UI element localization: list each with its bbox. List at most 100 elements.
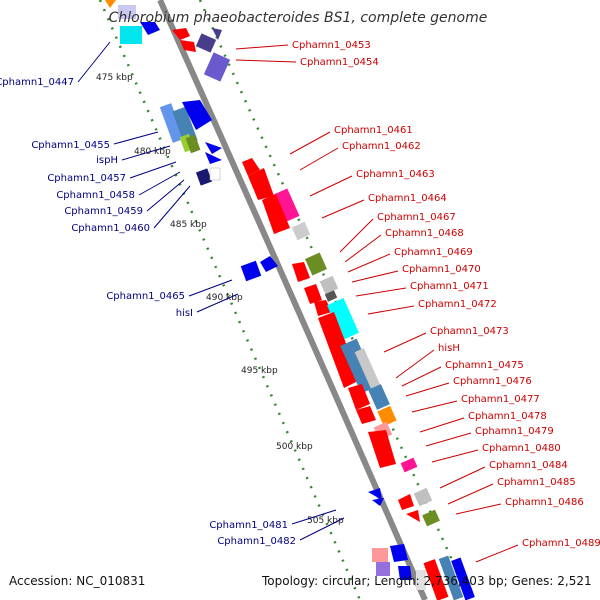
forward-gene-label[interactable]: Cphamn1_0478 bbox=[468, 411, 547, 422]
reverse-gene-label[interactable]: Cphamn1_0457 bbox=[47, 173, 126, 184]
gene-block[interactable] bbox=[372, 548, 388, 562]
gene-block[interactable] bbox=[260, 256, 278, 272]
reverse-gene-label[interactable]: Cphamn1_0460 bbox=[71, 223, 150, 234]
gene-block[interactable] bbox=[422, 509, 440, 527]
gene-block[interactable] bbox=[140, 22, 160, 35]
leader-line bbox=[321, 199, 365, 219]
reverse-gene-label[interactable]: Cphamn1_0455 bbox=[31, 140, 110, 151]
gene-block[interactable] bbox=[377, 405, 397, 427]
gene-block[interactable] bbox=[291, 221, 311, 241]
gene-block[interactable] bbox=[195, 168, 213, 186]
gene-block[interactable] bbox=[406, 510, 420, 522]
reverse-gene-label[interactable]: Cphamn1_0447 bbox=[0, 77, 74, 88]
gene-block[interactable] bbox=[240, 260, 262, 282]
leader-line bbox=[367, 305, 415, 315]
gene-block[interactable] bbox=[262, 194, 290, 234]
gene-block[interactable] bbox=[348, 384, 370, 410]
reverse-gene-label[interactable]: Cphamn1_0459 bbox=[64, 206, 143, 217]
forward-gene-label[interactable]: Cphamn1_0461 bbox=[334, 125, 413, 136]
gene-block[interactable] bbox=[398, 494, 414, 510]
gene-block[interactable] bbox=[205, 142, 222, 154]
gene-block[interactable] bbox=[292, 262, 310, 282]
reverse-gene-label[interactable]: Cphamn1_0458 bbox=[56, 190, 135, 201]
leader-line bbox=[77, 41, 111, 83]
gene-block[interactable] bbox=[105, 0, 116, 8]
reverse-gene-label[interactable]: Cphamn1_0465 bbox=[106, 291, 185, 302]
position-tick-label: 480 kbp bbox=[134, 147, 171, 157]
gene-block[interactable] bbox=[304, 284, 322, 304]
gene-block[interactable] bbox=[356, 406, 376, 424]
gene-block[interactable] bbox=[242, 158, 260, 176]
forward-gene-label[interactable]: Cphamn1_0486 bbox=[505, 497, 584, 508]
forward-gene-label[interactable]: Cphamn1_0472 bbox=[418, 299, 497, 310]
forward-gene-label[interactable]: Cphamn1_0453 bbox=[292, 40, 371, 51]
gene-block[interactable] bbox=[354, 348, 384, 396]
reverse-gene-label[interactable]: ispH bbox=[96, 155, 118, 166]
gene-block[interactable] bbox=[274, 188, 300, 222]
gene-block[interactable] bbox=[368, 384, 390, 410]
forward-gene-label[interactable]: Cphamn1_0485 bbox=[497, 477, 576, 488]
forward-gene-label[interactable]: Cphamn1_0462 bbox=[342, 141, 421, 152]
gene-block[interactable] bbox=[423, 559, 449, 600]
gene-block[interactable] bbox=[324, 290, 338, 302]
forward-gene-label[interactable]: Cphamn1_0468 bbox=[385, 228, 464, 239]
gene-block[interactable] bbox=[182, 100, 212, 130]
gene-block[interactable] bbox=[400, 457, 418, 473]
forward-gene-label[interactable]: Cphamn1_0489 bbox=[522, 538, 600, 549]
leader-line bbox=[235, 59, 297, 63]
gene-block[interactable] bbox=[376, 562, 390, 576]
forward-gene-label[interactable]: Cphamn1_0476 bbox=[453, 376, 532, 387]
gene-block[interactable] bbox=[318, 312, 360, 388]
gene-block[interactable] bbox=[120, 26, 142, 44]
gene-block[interactable] bbox=[314, 300, 332, 316]
leader-line bbox=[447, 483, 494, 505]
forward-gene-label[interactable]: Cphamn1_0471 bbox=[410, 281, 489, 292]
forward-gene-label[interactable]: Cphamn1_0454 bbox=[300, 57, 379, 68]
forward-gene-label[interactable]: Cphamn1_0470 bbox=[402, 264, 481, 275]
forward-gene-label[interactable]: Cphamn1_0479 bbox=[475, 426, 554, 437]
gene-block[interactable] bbox=[159, 103, 185, 143]
forward-gene-label[interactable]: Cphamn1_0473 bbox=[430, 326, 509, 337]
gene-block[interactable] bbox=[172, 106, 198, 146]
gene-block[interactable] bbox=[368, 430, 396, 468]
forward-gene-label[interactable]: Cphamn1_0477 bbox=[461, 394, 540, 405]
gene-block[interactable] bbox=[327, 297, 359, 341]
gene-block[interactable] bbox=[416, 570, 426, 590]
gene-block[interactable] bbox=[180, 40, 196, 52]
gene-block[interactable] bbox=[390, 544, 408, 562]
leader-lines bbox=[77, 41, 519, 563]
accession-text: Accession: NC_010831 bbox=[9, 574, 146, 588]
gene-block[interactable] bbox=[398, 566, 412, 580]
gene-block[interactable] bbox=[319, 275, 339, 295]
forward-gene-label[interactable]: Cphamn1_0480 bbox=[482, 443, 561, 454]
forward-gene-label[interactable]: Cphamn1_0467 bbox=[377, 212, 456, 223]
leader-line bbox=[411, 400, 458, 413]
gene-block[interactable] bbox=[118, 5, 136, 19]
gene-block[interactable] bbox=[372, 498, 384, 506]
gene-block[interactable] bbox=[209, 167, 221, 181]
forward-gene-label[interactable]: Cphamn1_0463 bbox=[356, 169, 435, 180]
gene-block[interactable] bbox=[212, 28, 222, 40]
forward-gene-label[interactable]: Cphamn1_0475 bbox=[445, 360, 524, 371]
leader-line bbox=[355, 287, 407, 297]
reverse-gene-label[interactable]: hisI bbox=[176, 308, 193, 319]
forward-gene-label[interactable]: Cphamn1_0469 bbox=[394, 247, 473, 258]
reverse-gene-label[interactable]: Cphamn1_0482 bbox=[217, 536, 296, 547]
gene-block[interactable] bbox=[195, 33, 217, 53]
forward-gene-label[interactable]: Cphamn1_0464 bbox=[368, 193, 447, 204]
leader-line bbox=[339, 218, 374, 253]
gene-block[interactable] bbox=[368, 488, 382, 500]
gene-block[interactable] bbox=[451, 557, 475, 600]
forward-gene-label[interactable]: Cphamn1_0484 bbox=[489, 460, 568, 471]
gene-block[interactable] bbox=[248, 168, 274, 200]
reverse-gene-label[interactable]: Cphamn1_0481 bbox=[209, 520, 288, 531]
gene-block[interactable] bbox=[305, 252, 327, 276]
gene-block[interactable] bbox=[185, 134, 201, 154]
gene-block[interactable] bbox=[438, 555, 464, 600]
gene-block[interactable] bbox=[203, 52, 231, 82]
gene-block[interactable] bbox=[413, 487, 433, 507]
gene-block[interactable] bbox=[205, 152, 222, 164]
forward-gene-label[interactable]: hisH bbox=[438, 343, 460, 354]
gene-block[interactable] bbox=[172, 28, 190, 40]
gene-features bbox=[105, 0, 475, 600]
